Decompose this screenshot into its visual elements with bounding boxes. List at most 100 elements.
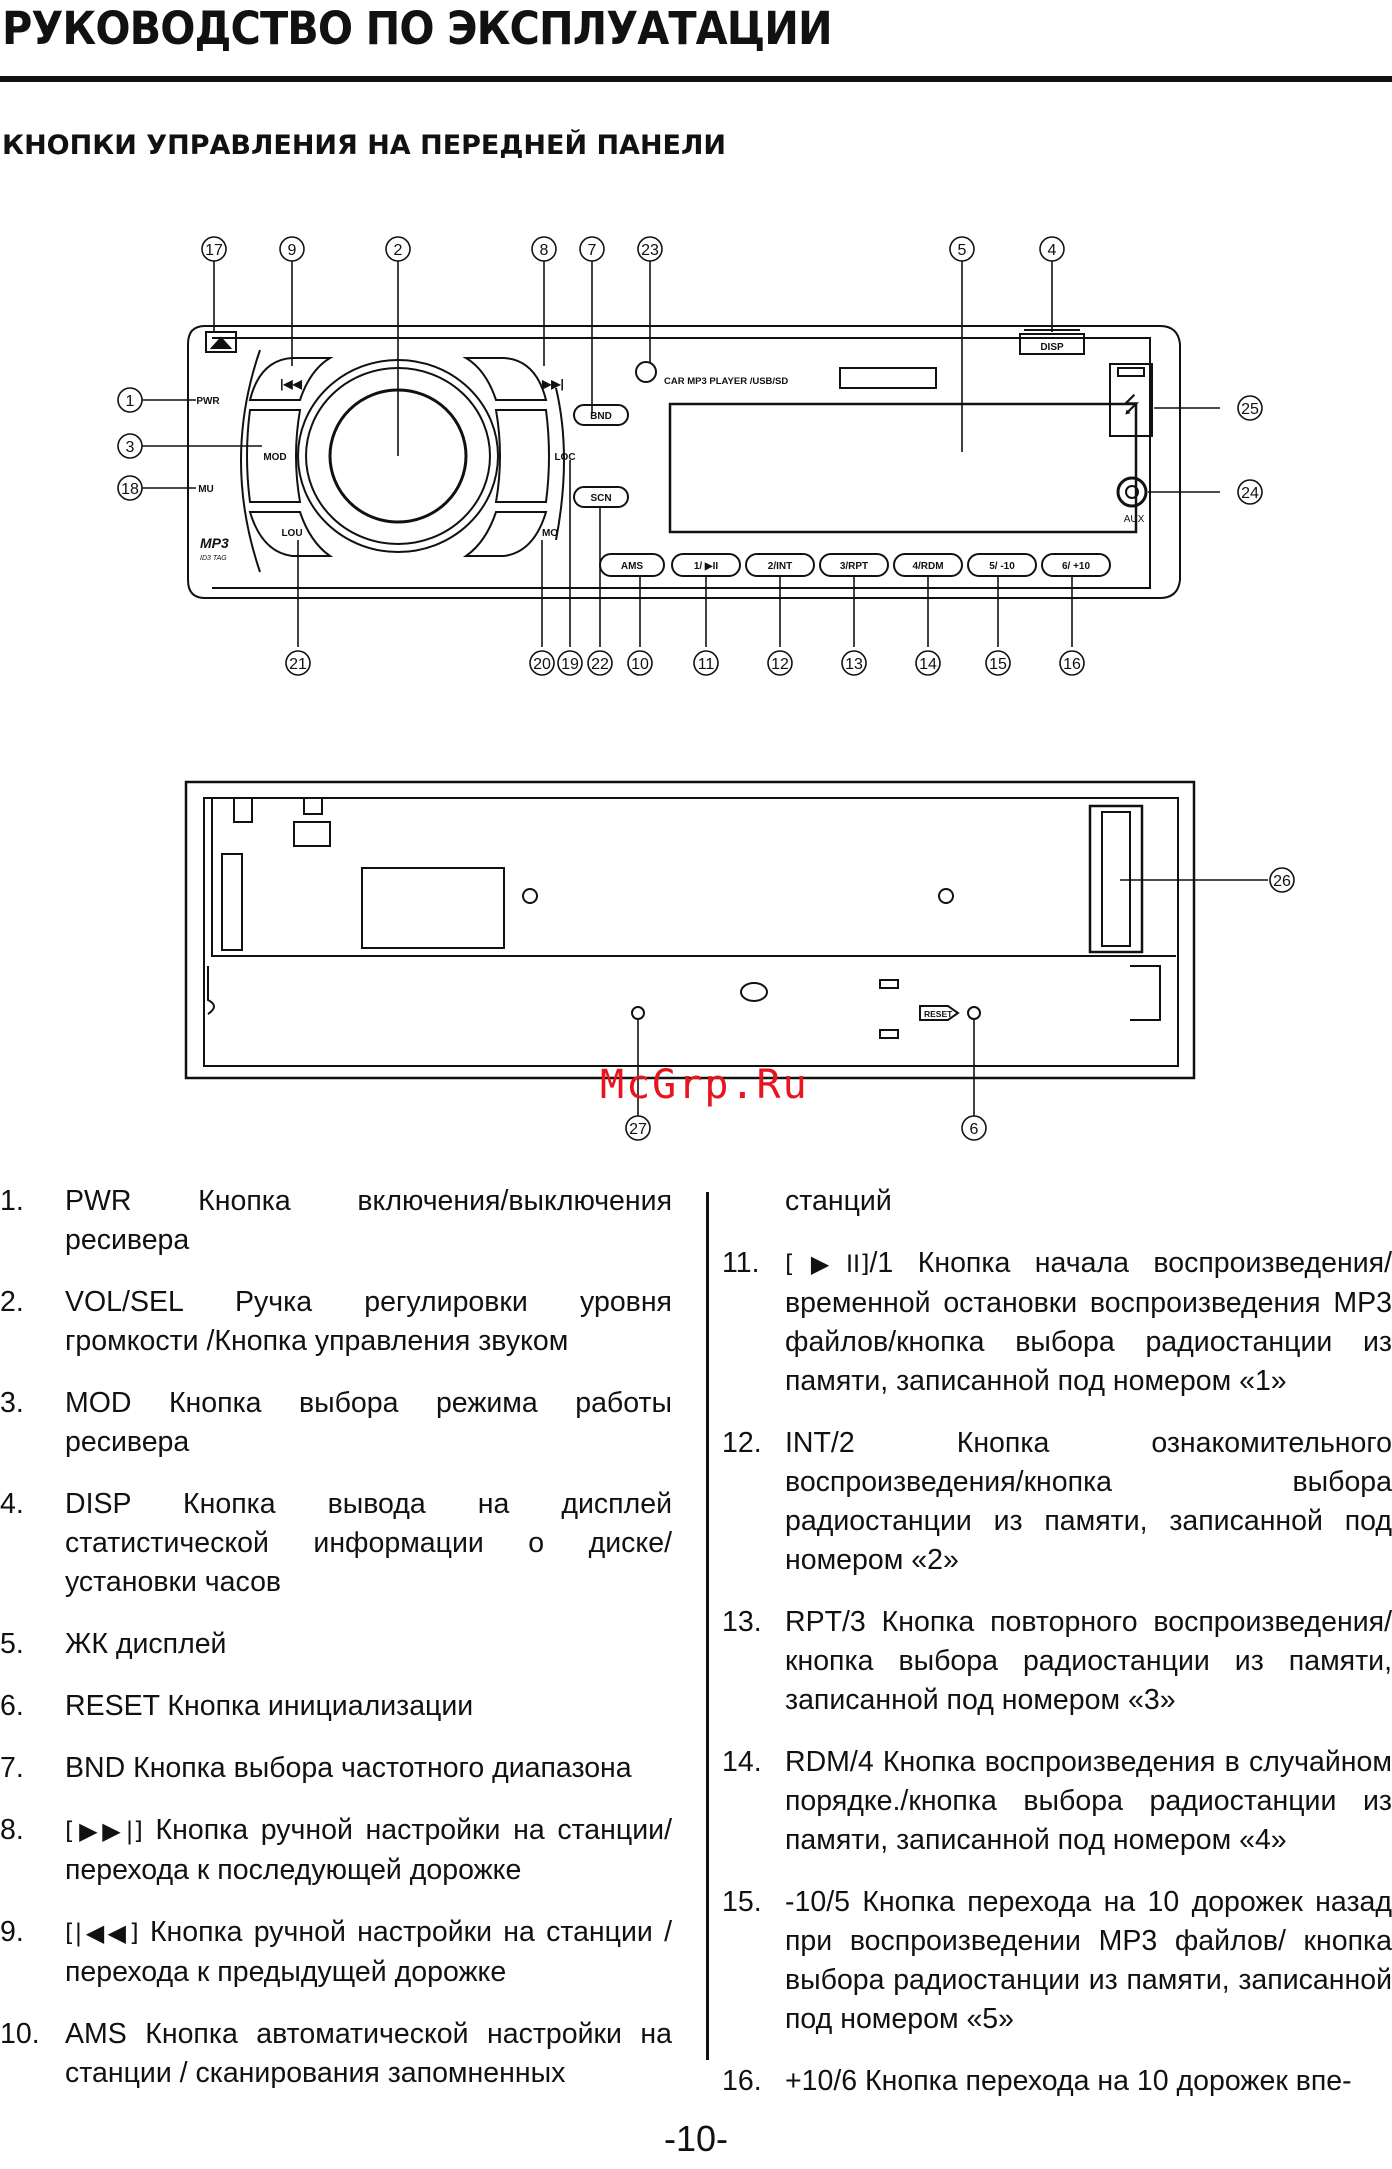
- callout-circle: [961, 1115, 987, 1141]
- callout-circle: [985, 650, 1011, 676]
- callout-circle: [767, 650, 793, 676]
- mo-label[interactable]: MO: [542, 528, 558, 539]
- preset-5-label[interactable]: 5/ -10: [989, 561, 1015, 572]
- front-panel-diagram: PWR MOD MU LOU LOC MO BND SCN DISP |◀◀ ▶…: [117, 236, 1263, 676]
- header-title: РУКОВОДСТВО ПО ЭКСПЛУАТАЦИИ: [2, 2, 833, 55]
- item-text: Кнопка ручной настройки на станции / пер…: [65, 1916, 672, 1988]
- callout-circle: [117, 387, 143, 413]
- loc-label[interactable]: LOC: [554, 452, 575, 463]
- prev-label[interactable]: |◀◀: [280, 377, 303, 391]
- callout-circle: [915, 650, 941, 676]
- item-text: AMS Кнопка автоматической настройки на с…: [65, 2018, 672, 2089]
- callout-circle: [279, 236, 305, 262]
- section-title: КНОПКИ УПРАВЛЕНИЯ НА ПЕРЕДНЕЙ ПАНЕЛИ: [2, 130, 727, 161]
- item-text: /1 Кнопка начала воспроизведения/временн…: [785, 1247, 1392, 1397]
- list-item: 10. AMS Кнопка автоматической настройки н…: [0, 2015, 672, 2093]
- callout-circle: [1059, 650, 1085, 676]
- list-item: 15.-10/5 Кнопка перехода на 10 дорожек н…: [720, 1883, 1392, 2039]
- list-item: 9.[|◀◀] Кнопка ручной настройки на станц…: [0, 1913, 672, 1992]
- item-text: BND Кнопка выбора частотного диапазона: [65, 1752, 632, 1784]
- next-label[interactable]: ▶▶|: [541, 377, 564, 391]
- preset-2-label[interactable]: 2/INT: [768, 561, 792, 572]
- callout-number: 24: [1241, 485, 1259, 502]
- preset-1-label[interactable]: 1/ ▶II: [694, 561, 719, 572]
- scn-label[interactable]: SCN: [590, 493, 611, 504]
- callout-number: 13: [845, 656, 863, 673]
- callout-number: 10: [631, 656, 649, 673]
- callout-circle: [637, 236, 663, 262]
- item-number: 16.: [722, 2065, 762, 2097]
- page-number: -10-: [663, 2118, 729, 2159]
- back-panel-outline: [184, 780, 1196, 1080]
- preset-3-label[interactable]: 3/RPT: [840, 561, 868, 572]
- list-item: 13. RPT/3 Кнопка повторного воспроизведен…: [720, 1603, 1392, 1720]
- item-number: 11.: [722, 1247, 760, 1279]
- reset-label[interactable]: RESET: [924, 1009, 953, 1019]
- item-number: 10.: [0, 2018, 40, 2050]
- callout-circle: [385, 236, 411, 262]
- item-text: RDM/4 Кнопка воспроизведения в случайном…: [785, 1746, 1392, 1856]
- list-item: 8. [▶▶|] Кнопка ручной настройки на станц…: [0, 1811, 672, 1890]
- usb-icon: ⭍: [1122, 392, 1140, 417]
- panel-outline: [187, 325, 1181, 599]
- aux-label: AUX: [1124, 514, 1145, 525]
- button-symbol: [▶II]: [785, 1250, 870, 1278]
- watermark: McGrp.Ru: [600, 1062, 809, 1108]
- column-divider: [706, 1192, 709, 2060]
- callout-number: 8: [540, 242, 549, 259]
- item-number: 7.: [0, 1752, 24, 1784]
- item-number: 3.: [0, 1387, 24, 1419]
- item-text: INT/2 Кнопка ознакомительного воспроизве…: [785, 1427, 1392, 1576]
- callout-circle: [627, 650, 653, 676]
- item-number: 8.: [0, 1814, 24, 1846]
- list-item: 6. RESET Кнопка инициализации: [0, 1687, 672, 1726]
- item-number: 13.: [722, 1606, 762, 1638]
- preset-4-label[interactable]: 4/RDM: [912, 561, 943, 572]
- callout-circle: [579, 236, 605, 262]
- button-symbol: [▶▶|]: [65, 1817, 143, 1845]
- callout-circle: [949, 236, 975, 262]
- item-number: 12.: [722, 1427, 762, 1459]
- item-text: PWR Кнопка включения/выключения ресивера: [65, 1185, 672, 1256]
- callout-circle: [1269, 867, 1295, 893]
- item-text: Кнопка ручной настройки на станции/ пере…: [65, 1814, 672, 1886]
- ams-label[interactable]: AMS: [621, 561, 644, 572]
- callout-circle: [587, 650, 613, 676]
- item-number: 6.: [0, 1690, 24, 1722]
- callout-number: 2: [394, 242, 403, 259]
- disp-label[interactable]: DISP: [1040, 342, 1064, 353]
- item-number: 9.: [0, 1916, 24, 1948]
- callout-circle: [1237, 395, 1263, 421]
- item-text: DISP Кнопка вывода на дисплей статистиче…: [65, 1488, 672, 1598]
- callout-circle: [529, 650, 555, 676]
- list-item: 16.+10/6 Кнопка перехода на 10 дорожек в…: [720, 2062, 1392, 2101]
- callout-number: 21: [289, 656, 307, 673]
- lou-label[interactable]: LOU: [281, 528, 302, 539]
- callout-number: 26: [1273, 873, 1291, 890]
- callout-number: 12: [771, 656, 789, 673]
- pwr-label[interactable]: PWR: [196, 396, 220, 407]
- callout-number: 19: [561, 656, 579, 673]
- list-item: 14.RDM/4 Кнопка воспроизведения в случай…: [720, 1743, 1392, 1860]
- bnd-label[interactable]: BND: [590, 411, 612, 422]
- mp3-tag: ID3 TAG: [200, 555, 227, 562]
- callout-circle: [625, 1115, 651, 1141]
- callout-circle: [285, 650, 311, 676]
- item-text: RESET Кнопка инициализации: [65, 1690, 474, 1722]
- continuation-text: станций: [785, 1185, 892, 1217]
- item-text: RPT/3 Кнопка повторного воспроизведения/…: [785, 1606, 1392, 1716]
- item-text: -10/5 Кнопка перехода на 10 дорожек наза…: [785, 1886, 1392, 2035]
- callout-circle: [201, 236, 227, 262]
- mod-label[interactable]: MOD: [263, 452, 286, 463]
- leader-lines: [142, 249, 1220, 647]
- mu-label[interactable]: MU: [198, 484, 214, 495]
- callout-circle: [841, 650, 867, 676]
- callout-circle: [693, 650, 719, 676]
- callout-number: 25: [1241, 401, 1259, 418]
- list-item: 2. VOL/SEL Ручка регулировки уровня громк…: [0, 1283, 672, 1361]
- callout-number: 18: [121, 481, 139, 498]
- item-text: VOL/SEL Ручка регулировки уровня громкос…: [65, 1286, 672, 1357]
- item-number: 2.: [0, 1286, 24, 1318]
- callout-circle: [557, 650, 583, 676]
- preset-6-label[interactable]: 6/ +10: [1062, 561, 1091, 572]
